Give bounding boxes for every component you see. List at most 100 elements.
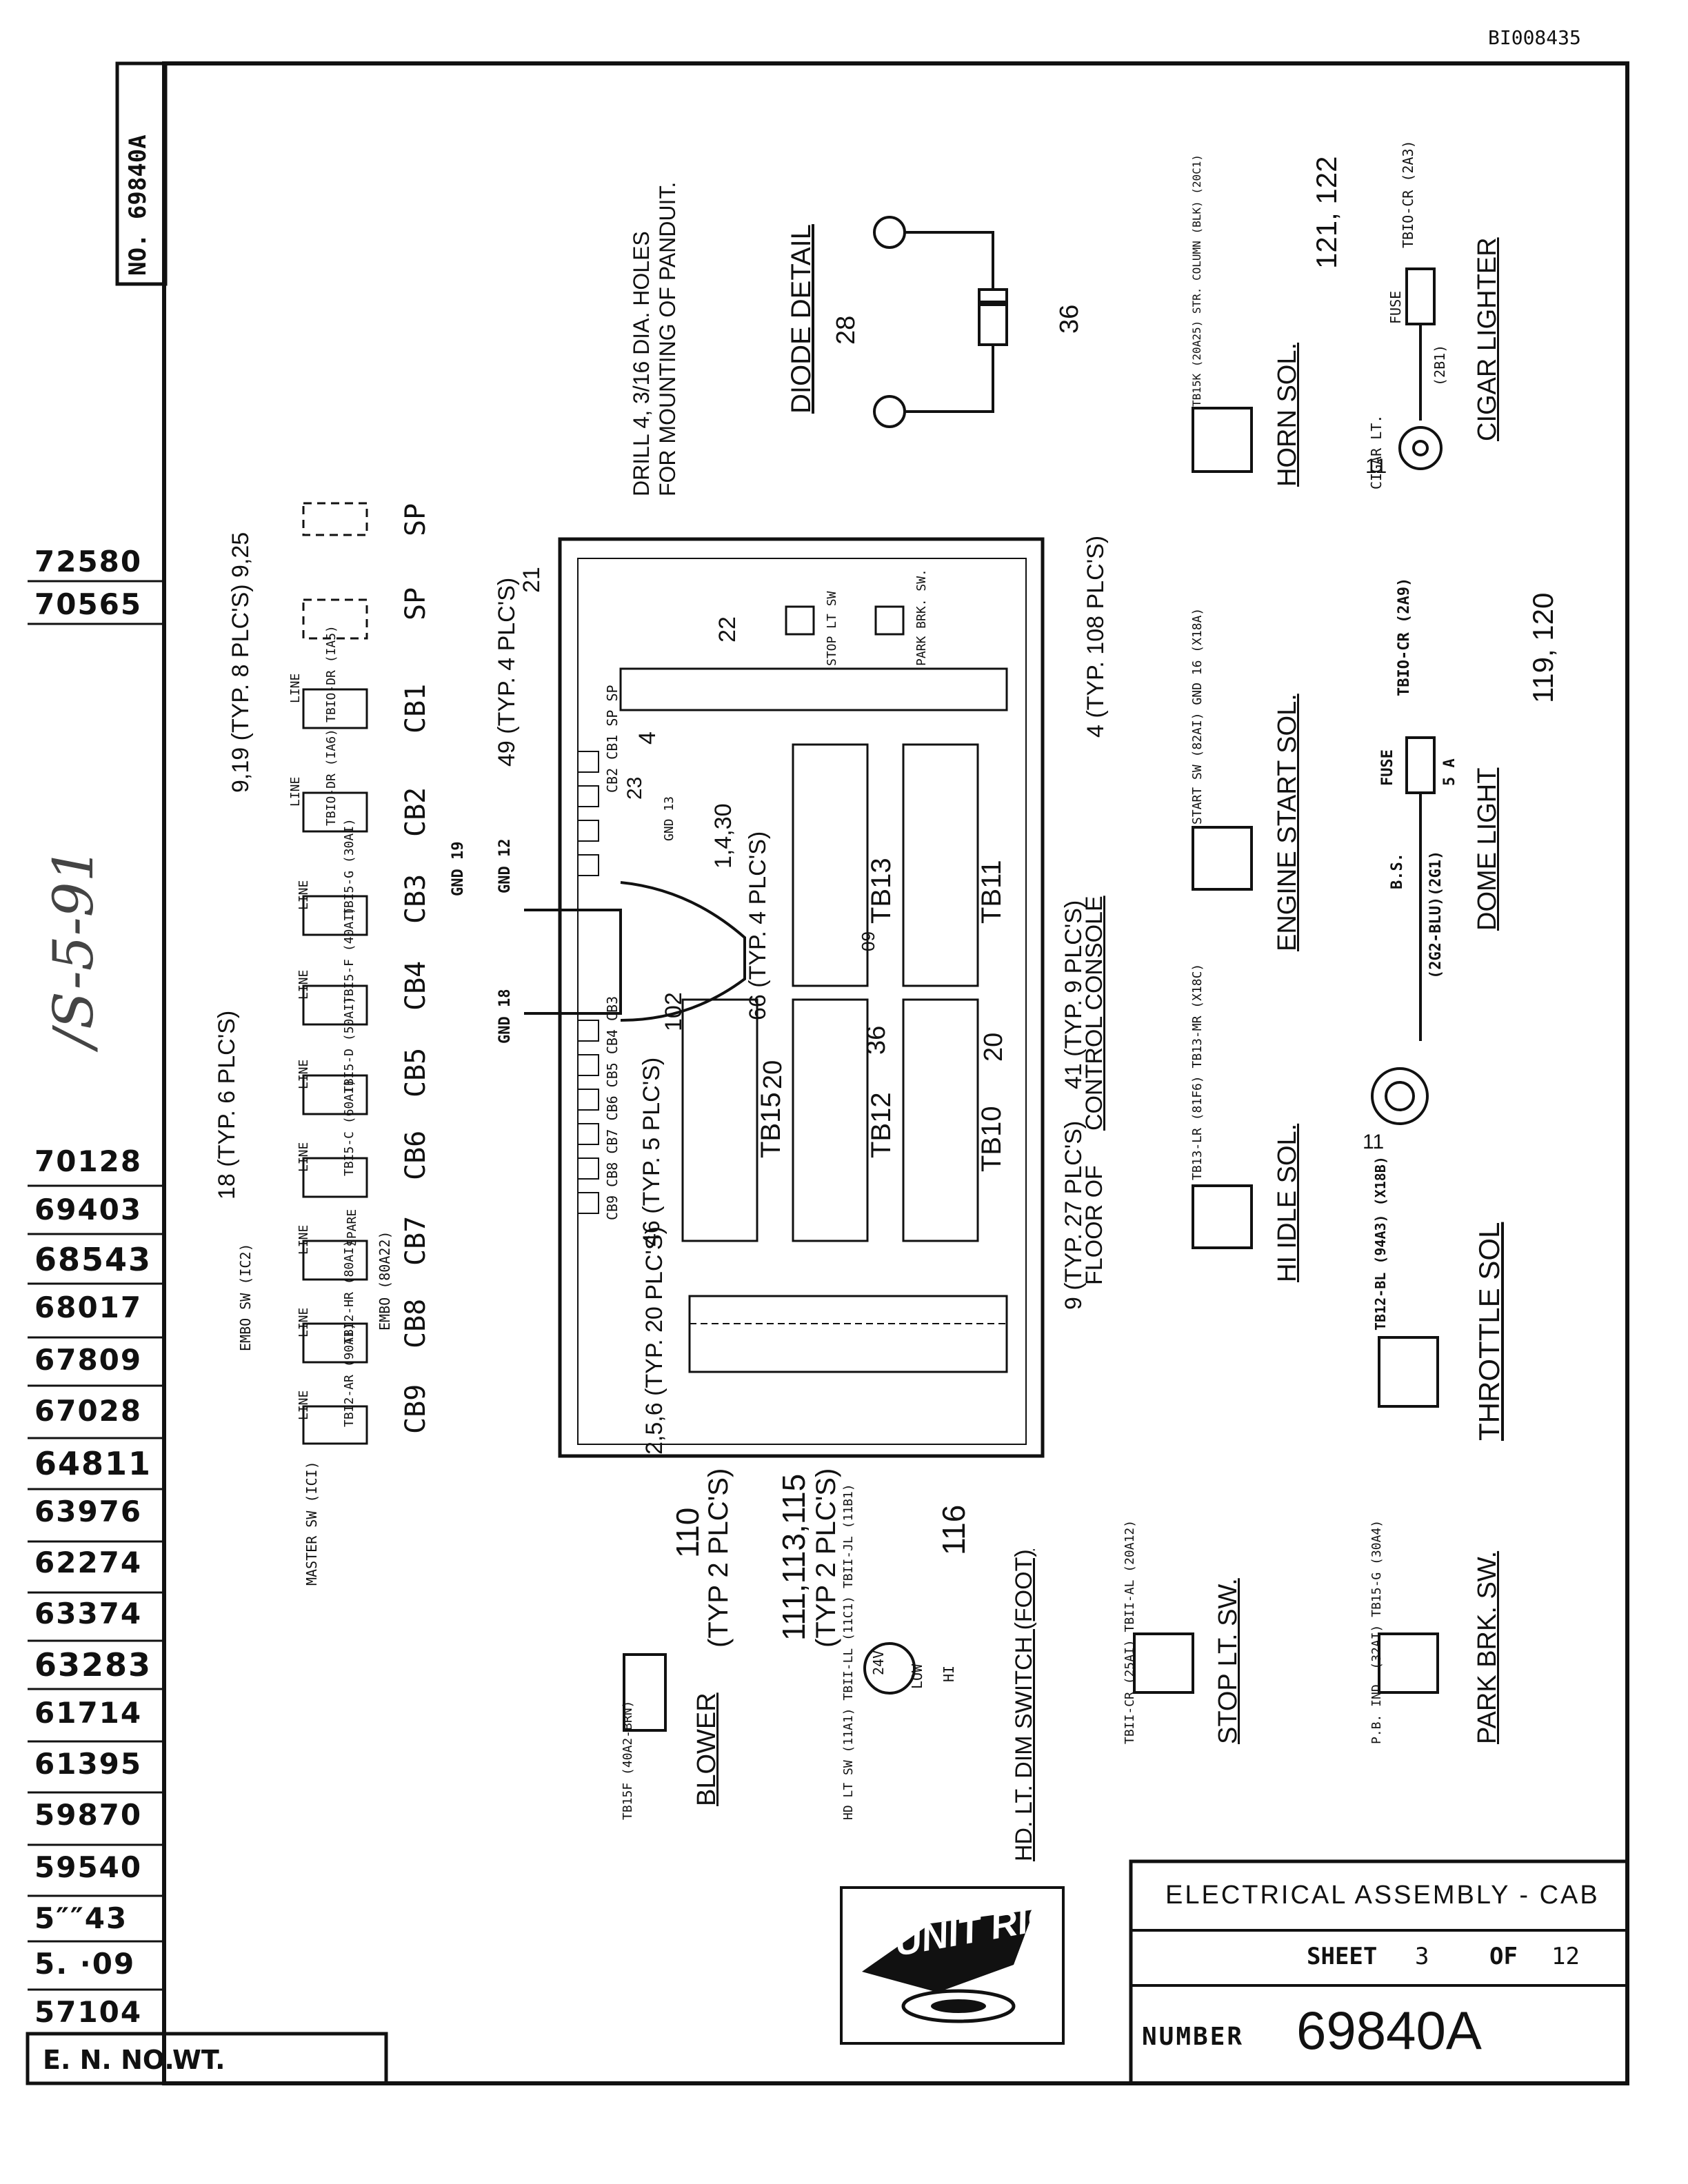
- hi-idle-wires: TB13-LR (81F6) TB13-MR (X18C): [1190, 963, 1205, 1180]
- engine-start-box: [1192, 826, 1253, 891]
- dome-light-title: DOME LIGHT: [1473, 767, 1502, 931]
- terminal-block-label: TB15: [756, 1092, 786, 1158]
- gnd-label: GND 12: [496, 838, 514, 893]
- diode-detail-title: DIODE DETAIL: [786, 224, 816, 414]
- hd-24v-label: 24V: [870, 1650, 887, 1675]
- callout-110: 110: [670, 1507, 705, 1558]
- callout-21: 21: [519, 567, 545, 593]
- ledger-number: 57104: [34, 1995, 143, 2029]
- sheet-number: 3: [1415, 1943, 1429, 1970]
- breaker-wire: TBI5-F (40AI): [342, 907, 356, 1004]
- blower-box: [623, 1653, 667, 1732]
- dome-2g1-label: (2G1): [1427, 850, 1445, 896]
- breaker-label: CB1: [400, 683, 432, 734]
- line-label: LINE: [297, 1390, 311, 1420]
- line-label: LINE: [288, 673, 303, 703]
- main-panel: [524, 537, 1045, 1458]
- cigar-fuse-label: FUSE: [1387, 290, 1404, 324]
- solenoid-boxes: [623, 407, 1439, 1732]
- ledger-number: 5″″43: [34, 1901, 128, 1935]
- callout-36-diode: 36: [1055, 304, 1084, 334]
- master-sw-label: MASTER SW (ICI): [303, 1461, 320, 1586]
- callout-119-120: 119, 120: [1527, 592, 1559, 703]
- cigar-tb-label: TBIO-CR (2A3): [1400, 140, 1416, 248]
- callout-46: 46 (TYP. 5 PLC'S): [639, 1057, 665, 1246]
- drill-note-line2: FOR MOUNTING OF PANDUIT.: [655, 181, 680, 496]
- park-brk-title: PARK BRK. SW.: [1473, 1550, 1502, 1744]
- breaker-label: CB7: [400, 1215, 432, 1266]
- ledger-number: 59540: [34, 1850, 143, 1884]
- callout-20a: 20: [758, 1060, 787, 1089]
- breaker-wire: SPARE: [345, 1209, 359, 1246]
- breaker-label: CB8: [400, 1298, 432, 1348]
- terminal-block-label: TB11: [976, 860, 1007, 924]
- breaker-wire: TBI5-G (30AI): [342, 818, 356, 916]
- ledger-number: 63976: [34, 1495, 143, 1528]
- breaker-label: CB2: [400, 787, 432, 837]
- line-label: LINE: [297, 1224, 311, 1255]
- callout-22: 22: [714, 616, 741, 643]
- lighting-graphics: [863, 267, 1443, 1695]
- callout-18: 18 (TYP. 6 PLC'S): [214, 1010, 240, 1200]
- logo-graphic: [862, 1910, 1034, 2023]
- drawing-title: ELECTRICAL ASSEMBLY - CAB: [1165, 1881, 1600, 1910]
- dome-ground-label: 11: [1363, 1131, 1385, 1153]
- drawing-number-vertical: NO. 69840A: [124, 134, 152, 276]
- ledger-number: 68543: [34, 1241, 152, 1278]
- ledger-number: 72580: [34, 545, 143, 578]
- gnd-label: GND 18: [496, 989, 514, 1044]
- ledger-number: 64811: [34, 1445, 152, 1482]
- breaker-label: CB5: [400, 1047, 432, 1098]
- horn-sol-title: HORN SOL.: [1273, 342, 1302, 487]
- breaker-wire: TBI5-D (50AI): [342, 996, 356, 1093]
- horn-sol-wires: TB15K (20A25) STR. COLUMN (BLK) (20C1): [1190, 154, 1203, 407]
- breaker-label: SP: [400, 503, 432, 536]
- breaker-wire: TBI5-C (60AI): [342, 1079, 356, 1176]
- logo-box: [840, 1886, 1065, 2045]
- cigar-lighter-title: CIGAR LIGHTER: [1473, 237, 1502, 441]
- hd-hi-label: HI: [941, 1665, 957, 1682]
- breaker-label: CB9: [400, 1384, 432, 1434]
- cigar-ground-label: 11: [1365, 455, 1387, 478]
- breaker-column: [302, 502, 368, 1445]
- line-label: LINE: [288, 776, 303, 807]
- embo-wire-label: EMBO (80A22): [376, 1231, 393, 1331]
- ledger-number: 59870: [34, 1798, 143, 1832]
- number-box: [115, 61, 168, 286]
- engine-start-wires: START SW (82AI) GND 16 (X18A): [1190, 607, 1205, 825]
- callout-28: 28: [832, 315, 861, 345]
- line-label: LINE: [297, 880, 311, 910]
- ledger-number: 63374: [34, 1597, 143, 1630]
- dome-blu-label: (2G2-BLU): [1427, 896, 1445, 979]
- ledger-number: 67809: [34, 1343, 143, 1377]
- terminal-block-label: TB13: [866, 858, 896, 924]
- ledger-number: 70128: [34, 1144, 143, 1178]
- drill-note-line1: DRILL 4, 3/16 DIA. HOLES: [629, 231, 654, 496]
- number-label: NUMBER: [1142, 2023, 1245, 2051]
- callout-2-5-6: 2,5,6 (TYP. 20 PLC'S): [641, 1226, 667, 1455]
- hi-idle-title: HI IDLE SOL.: [1273, 1123, 1302, 1282]
- throttle-wires: TB12-BL (94A3) (X18B): [1372, 1156, 1389, 1331]
- gnd-label: GND 13: [662, 796, 676, 841]
- cigar-2b1-label: (2B1): [1431, 344, 1448, 386]
- title-block: [1129, 1859, 1629, 2085]
- of-label: OF: [1489, 1943, 1518, 1970]
- line-label: LINE: [297, 1142, 311, 1172]
- handwritten-date: /S-5-91: [41, 847, 106, 1048]
- breaker-wire: TBI2-HR (80AI): [342, 1240, 356, 1344]
- line-label: LINE: [297, 1059, 311, 1089]
- dome-tb-label: TBIO-CR (2A9): [1396, 577, 1413, 696]
- dome-fuse-label: FUSE: [1379, 749, 1396, 786]
- ledger-number: 63283: [34, 1646, 152, 1684]
- line-label: LINE: [297, 969, 311, 1000]
- ledger-number: 68017: [34, 1291, 143, 1324]
- stop-lt-title: STOP LT. SW.: [1214, 1578, 1243, 1744]
- horn-sol-box: [1192, 407, 1253, 473]
- floor-note-line1: FLOOR OF: [1081, 1165, 1107, 1285]
- stop-lt-wires: TBII-CR (25AI) TBII-AL (20A12): [1123, 1519, 1137, 1744]
- breaker-wire: TBIO-DR (IA6): [324, 729, 339, 826]
- sheet-label: SHEET: [1307, 1943, 1378, 1970]
- drawing-number: 69840A: [1296, 2000, 1482, 2061]
- drawing-border: [162, 61, 1629, 2085]
- embo-sw-label: EMBO SW (IC2): [237, 1243, 254, 1351]
